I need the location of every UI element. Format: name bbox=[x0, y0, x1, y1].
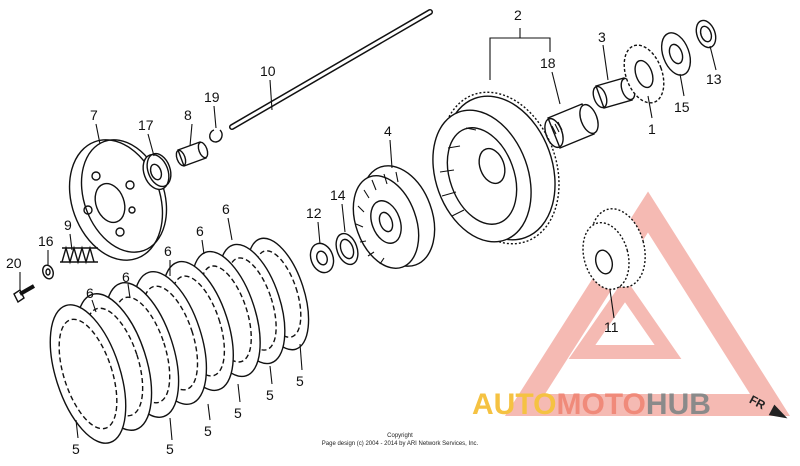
watermark-hub: HUB bbox=[646, 388, 711, 421]
leader-lines bbox=[19, 28, 717, 441]
front-direction-arrow: FR bbox=[747, 392, 788, 419]
callout-7: 7 bbox=[90, 107, 98, 123]
lock-nut-part bbox=[309, 242, 335, 274]
callout-14: 14 bbox=[330, 187, 346, 203]
callout-6-c: 6 bbox=[164, 243, 172, 259]
primary-drive-gear-part bbox=[582, 208, 646, 291]
callout-4: 4 bbox=[384, 123, 392, 139]
callout-18: 18 bbox=[540, 55, 556, 71]
callout-10: 10 bbox=[260, 63, 276, 79]
callout-17: 17 bbox=[138, 117, 154, 133]
copyright-notice: Page design (c) 2004 - 2014 by ARI Netwo… bbox=[322, 441, 479, 447]
callout-3: 3 bbox=[598, 29, 606, 45]
callout-20: 20 bbox=[6, 255, 22, 271]
callout-16: 16 bbox=[38, 233, 54, 249]
callout-5-d: 5 bbox=[234, 405, 242, 421]
clutch-center-part bbox=[352, 165, 436, 269]
callout-6-e: 6 bbox=[222, 201, 230, 217]
callout-5-f: 5 bbox=[296, 373, 304, 389]
watermark-moto: MOTO bbox=[556, 388, 645, 421]
callout-2: 2 bbox=[514, 7, 522, 23]
callout-5-a: 5 bbox=[72, 441, 80, 457]
clutch-spring-part bbox=[60, 245, 98, 265]
oil-seal-part bbox=[695, 19, 717, 49]
callout-5-e: 5 bbox=[266, 387, 274, 403]
watermark-auto: AUTO bbox=[472, 388, 556, 421]
front-label: FR bbox=[747, 392, 768, 412]
push-rod-part bbox=[229, 9, 433, 130]
callout-12: 12 bbox=[306, 205, 322, 221]
washer-part bbox=[42, 264, 54, 280]
callout-5-b: 5 bbox=[166, 441, 174, 457]
callout-9: 9 bbox=[64, 217, 72, 233]
callout-numbers: 2 3 18 13 15 1 10 19 7 17 8 4 12 14 9 16… bbox=[6, 7, 722, 457]
watermark-logo bbox=[504, 191, 790, 416]
callout-15: 15 bbox=[674, 99, 690, 115]
lock-washer-part bbox=[335, 232, 359, 266]
footer: Copyright Page design (c) 2004 - 2014 by… bbox=[322, 433, 479, 447]
guide-collar-part bbox=[592, 77, 636, 109]
sprocket-part bbox=[623, 44, 665, 104]
watermark-wordmark: AUTOMOTOHUB bbox=[472, 388, 711, 421]
release-bearing-part bbox=[142, 152, 172, 191]
lifter-piece-part bbox=[175, 141, 209, 167]
copyright-title: Copyright bbox=[387, 433, 413, 439]
svg-text:AUTOMOTOHUB: AUTOMOTOHUB bbox=[472, 388, 711, 421]
needle-bearing-part bbox=[544, 103, 599, 149]
clutch-outer-part bbox=[432, 91, 560, 245]
callout-6-b: 6 bbox=[122, 269, 130, 285]
callout-1: 1 bbox=[648, 121, 656, 137]
disc-1 bbox=[49, 304, 127, 444]
callout-6-a: 6 bbox=[86, 285, 94, 301]
callout-19: 19 bbox=[204, 89, 220, 105]
thrust-washer-part bbox=[660, 32, 692, 76]
callout-5-c: 5 bbox=[204, 423, 212, 439]
callout-11: 11 bbox=[604, 319, 619, 335]
callout-6-d: 6 bbox=[196, 223, 204, 239]
bolt-part bbox=[13, 284, 35, 304]
callout-13: 13 bbox=[706, 71, 722, 87]
clutch-plate-stack bbox=[49, 237, 310, 444]
circlip-part bbox=[209, 129, 223, 143]
callout-8: 8 bbox=[184, 107, 192, 123]
